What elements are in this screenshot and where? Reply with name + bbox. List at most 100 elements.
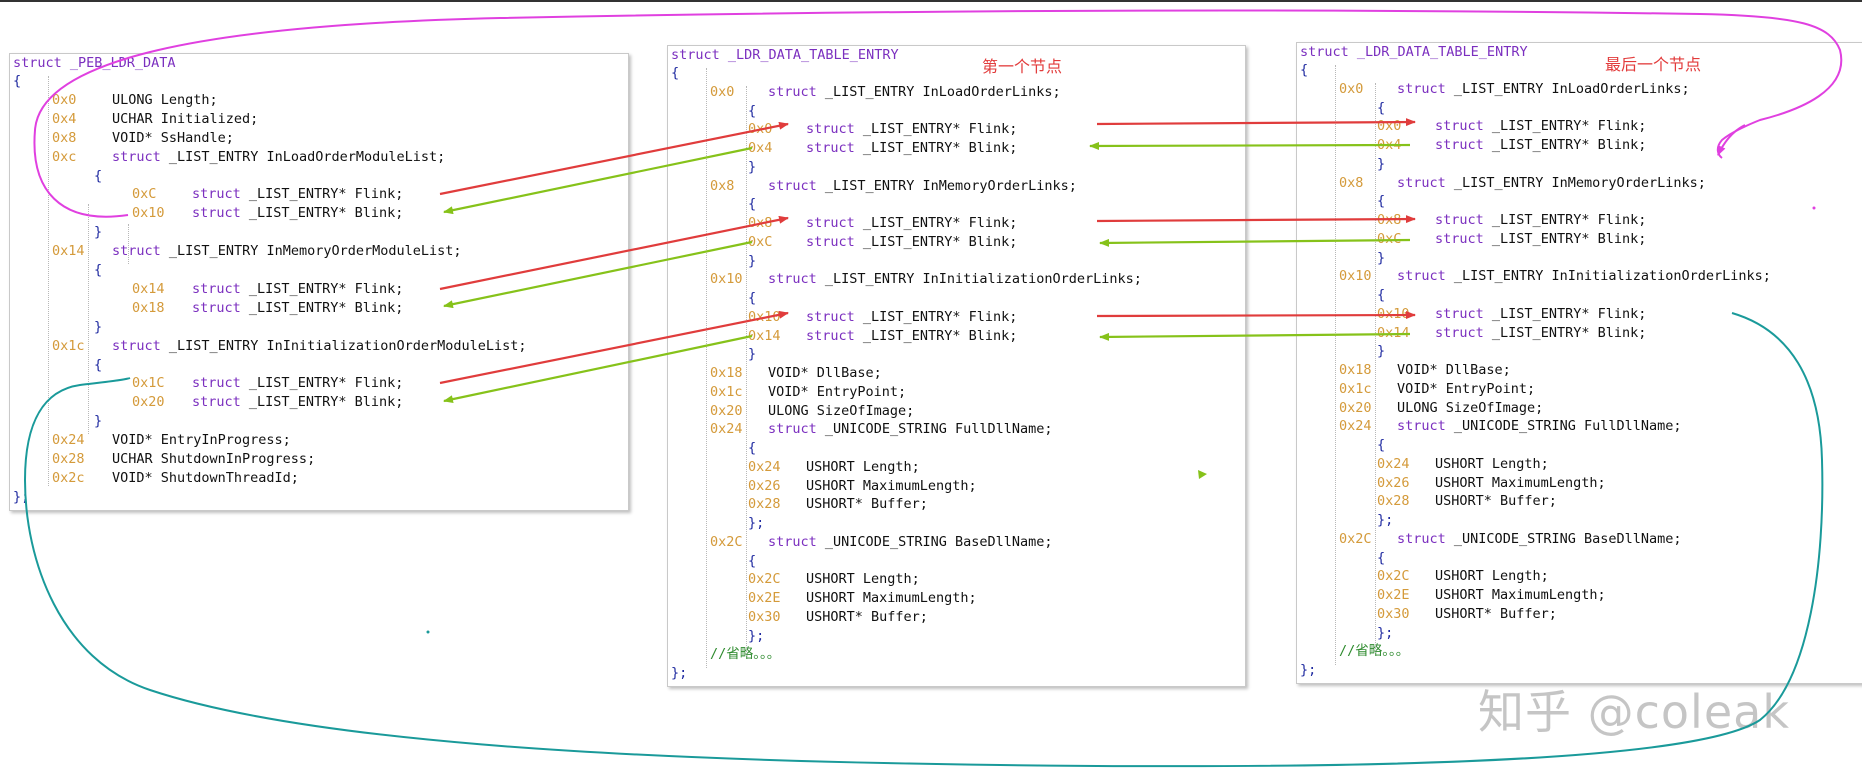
field-declaration: _LIST_ENTRY* Flink;	[862, 215, 1018, 231]
field-keyword: struct	[112, 337, 161, 354]
field-declaration: _LIST_ENTRY* Blink;	[248, 394, 404, 411]
ldr_first-brace: };	[748, 627, 765, 644]
field-keyword: struct	[1435, 324, 1484, 341]
field-declaration: USHORT MaximumLength;	[1435, 474, 1606, 491]
ldr_last-brace: }	[1377, 343, 1386, 360]
field-offset: 0xC	[748, 233, 773, 250]
ldr_last-brace: {	[1377, 99, 1386, 116]
field-declaration: USHORT MaximumLength;	[806, 590, 977, 606]
field-offset: 0x24	[748, 458, 781, 475]
ldr_first-brace: };	[748, 515, 765, 531]
zhihu-watermark: 知乎 @coleak	[1478, 685, 1790, 739]
top-edge-bar	[0, 0, 1862, 2]
field-keyword: struct	[1435, 137, 1484, 153]
field-declaration: _LIST_ENTRY* Blink;	[862, 327, 1018, 344]
ldr_first-field-line: 0x24 USHORT Length;	[748, 458, 920, 477]
field-declaration: ULONG SizeOfImage;	[1397, 399, 1544, 416]
field-keyword: struct	[1397, 418, 1446, 435]
field-offset: 0x0	[748, 121, 773, 138]
field-offset: 0x2c	[52, 469, 85, 486]
ldr_last-field-line: 0x14 struct _LIST_ENTRY* Blink;	[1377, 324, 1646, 343]
field-offset: 0x14	[1377, 324, 1410, 341]
last-node-label: 最后一个节点	[1605, 55, 1702, 74]
ldr_last-brace: {	[1300, 62, 1309, 78]
ldr_first-brace: {	[748, 440, 757, 456]
field-offset: 0x28	[1377, 493, 1410, 510]
ldr_last-brace: }	[1377, 155, 1386, 172]
field-offset: 0x2C	[748, 571, 781, 588]
field-offset: 0xc	[52, 148, 77, 165]
field-declaration: _UNICODE_STRING FullDllName;	[1453, 418, 1682, 435]
peb-field-line: 0x14 struct _LIST_ENTRY* Flink;	[132, 280, 403, 299]
field-declaration: _LIST_ENTRY* Blink;	[1491, 324, 1647, 341]
field-offset: 0x8	[710, 177, 735, 194]
field-declaration: VOID* DllBase;	[1397, 362, 1511, 378]
field-offset: 0x2C	[1339, 530, 1372, 547]
field-keyword: struct	[806, 327, 855, 344]
field-keyword: struct	[806, 233, 855, 250]
field-declaration: _LIST_ENTRY InLoadOrderLinks;	[824, 83, 1061, 100]
field-offset: 0x14	[748, 327, 781, 344]
peb-brace: {	[13, 73, 22, 89]
field-offset: 0x10	[1377, 305, 1410, 322]
field-declaration: VOID* SsHandle;	[112, 129, 234, 146]
ldr_first-brace: }	[748, 158, 757, 175]
ldr-last-struct-header: struct _LDR_DATA_TABLE_ENTRY	[1300, 44, 1528, 60]
field-declaration: _UNICODE_STRING FullDllName;	[824, 421, 1053, 438]
field-declaration: VOID* EntryInProgress;	[112, 432, 291, 449]
indent-guide	[128, 224, 129, 264]
field-declaration: VOID* ShutdownThreadId;	[112, 469, 299, 486]
ldr_first-field-line: 0x14 struct _LIST_ENTRY* Blink;	[748, 327, 1017, 346]
peb-field-line: 0x20 struct _LIST_ENTRY* Blink;	[132, 393, 403, 412]
field-keyword: struct	[192, 186, 241, 203]
field-offset: 0x4	[52, 110, 77, 127]
field-offset: 0x20	[132, 394, 165, 411]
field-offset: 0x28	[748, 496, 781, 513]
field-declaration: USHORT Length;	[806, 458, 920, 475]
ldr_first-brace: {	[748, 552, 757, 569]
field-offset: 0x8	[1339, 174, 1364, 191]
field-offset: 0x1C	[132, 375, 165, 392]
field-offset: 0x20	[1339, 399, 1372, 416]
field-keyword: struct	[768, 83, 817, 100]
field-offset: 0x2C	[1377, 568, 1410, 585]
peb-brace: };	[13, 488, 30, 505]
peb-brace: {	[94, 356, 103, 373]
field-declaration: _UNICODE_STRING BaseDllName;	[824, 533, 1053, 550]
field-keyword: struct	[806, 215, 855, 231]
field-offset: 0xC	[1377, 230, 1402, 247]
ldr_first-brace: }	[748, 346, 757, 363]
field-offset: 0x10	[1339, 268, 1372, 285]
field-keyword: struct	[192, 394, 241, 411]
indent-guide	[746, 86, 747, 656]
field-offset: 0x14	[132, 280, 165, 297]
field-declaration: VOID* EntryPoint;	[1397, 380, 1536, 397]
field-offset: 0x24	[52, 432, 85, 449]
field-offset: 0x4	[1377, 137, 1402, 153]
field-declaration: _LIST_ENTRY* Flink;	[248, 280, 404, 297]
peb-brace: }	[94, 413, 103, 430]
field-offset: 0x28	[52, 451, 85, 467]
field-keyword: struct	[192, 280, 241, 297]
